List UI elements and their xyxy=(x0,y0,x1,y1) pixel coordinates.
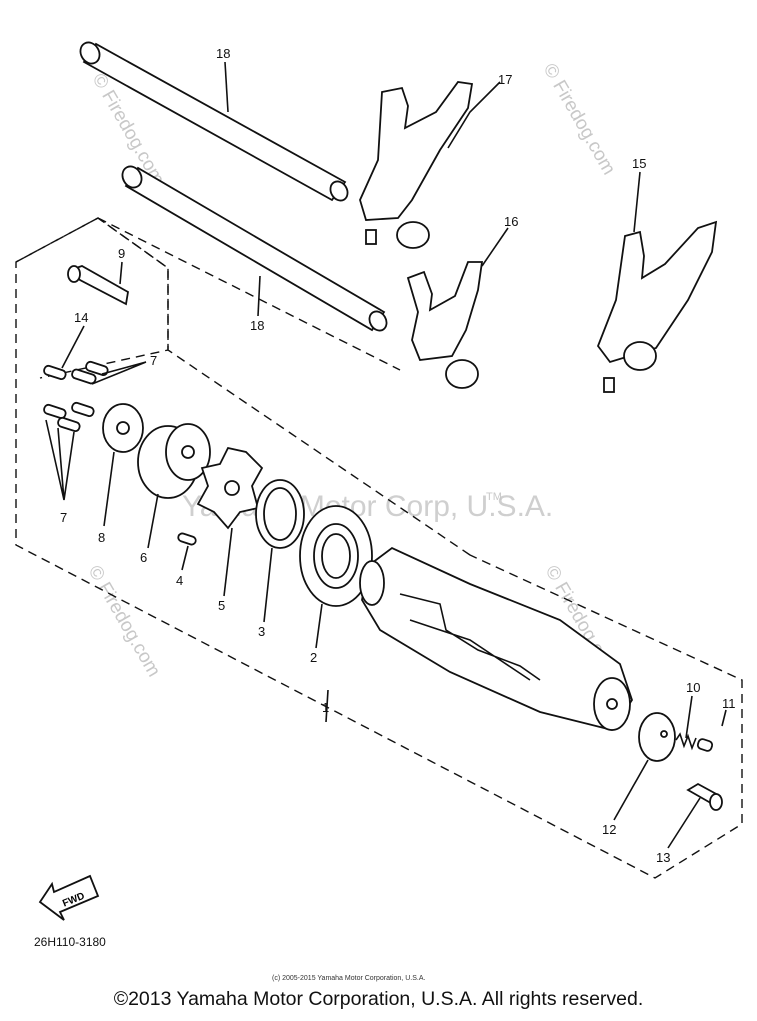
callout-7-lower: 7 xyxy=(60,510,67,525)
pins-7-14 xyxy=(43,360,109,433)
kit-outline xyxy=(15,217,169,379)
leader-lines xyxy=(45,61,727,849)
callout-6: 6 xyxy=(140,550,147,565)
callout-1: 1 xyxy=(322,700,329,715)
shift-fork-rod-upper xyxy=(79,41,349,202)
footer-copyright: ©2013 Yamaha Motor Corporation, U.S.A. A… xyxy=(113,988,644,1010)
fwd-arrow: FWD xyxy=(38,874,100,921)
shift-fork-rod-lower xyxy=(121,165,388,332)
pin-11 xyxy=(696,738,714,752)
callout-12: 12 xyxy=(602,822,616,837)
watermark-firedog-3: © Firedog.com xyxy=(84,562,165,681)
callout-14: 14 xyxy=(74,310,88,325)
callout-11: 11 xyxy=(722,696,736,711)
shift-drum-1 xyxy=(359,546,633,732)
watermark-tm: TM xyxy=(486,491,502,503)
screw-9 xyxy=(67,265,129,306)
screw-13 xyxy=(686,782,723,811)
callout-15: 15 xyxy=(632,156,646,171)
shift-fork-15 xyxy=(596,220,718,393)
segment-8 xyxy=(102,403,144,453)
ring-3 xyxy=(255,479,305,549)
callout-17: 17 xyxy=(498,72,512,87)
callout-13: 13 xyxy=(656,850,670,865)
callout-4: 4 xyxy=(176,573,183,588)
cam-stopper-6 xyxy=(137,423,211,499)
callout-2: 2 xyxy=(310,650,317,665)
callout-9: 9 xyxy=(118,246,125,261)
diagram-code: 26H110-3180 xyxy=(34,935,106,949)
shift-fork-16 xyxy=(406,261,484,389)
callout-18-upper: 18 xyxy=(216,46,230,61)
star-plate-5 xyxy=(196,446,264,530)
watermark-firedog-2: © Firedog.com xyxy=(539,60,620,179)
callout-7-upper: 7 xyxy=(150,353,157,368)
small-copyright: (c) 2005-2015 Yamaha Motor Corporation, … xyxy=(272,975,425,982)
callout-5: 5 xyxy=(218,598,225,613)
callout-18-lower: 18 xyxy=(250,318,264,333)
shift-fork-17 xyxy=(359,81,474,249)
spring-10 xyxy=(675,732,697,751)
callout-labels: 18 17 15 16 18 9 14 7 7 8 6 4 5 3 2 1 10… xyxy=(60,46,736,865)
plate-12 xyxy=(638,712,676,762)
callout-10: 10 xyxy=(686,680,700,695)
callout-8: 8 xyxy=(98,530,105,545)
dowel-pin-4 xyxy=(177,532,197,546)
callout-3: 3 xyxy=(258,624,265,639)
callout-16: 16 xyxy=(504,214,518,229)
bearing-2 xyxy=(299,505,373,607)
